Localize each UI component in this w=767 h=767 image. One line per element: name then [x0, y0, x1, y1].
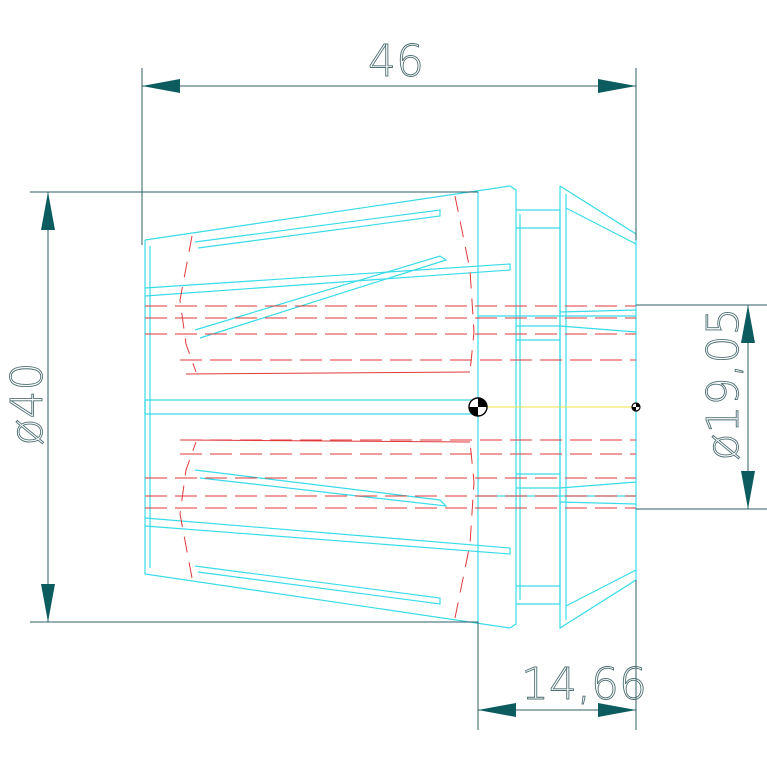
dimension-inner-diameter: ø19,05 — [636, 304, 767, 510]
dimension-inner-diameter-label: ø19,05 — [698, 308, 749, 461]
dimension-diameter-label: ø40 — [2, 363, 53, 446]
center-axis — [468, 397, 641, 417]
hidden-lines — [145, 195, 636, 619]
dimension-diameter: ø40 — [2, 191, 478, 623]
center-mark-small — [631, 402, 641, 412]
dimension-length: 46 — [141, 36, 637, 245]
dimension-length-label: 46 — [368, 36, 424, 87]
dimension-nose-length: 14,66 — [477, 580, 647, 730]
center-mark-large — [468, 397, 488, 417]
dimension-nose-length-label: 14,66 — [521, 659, 647, 710]
